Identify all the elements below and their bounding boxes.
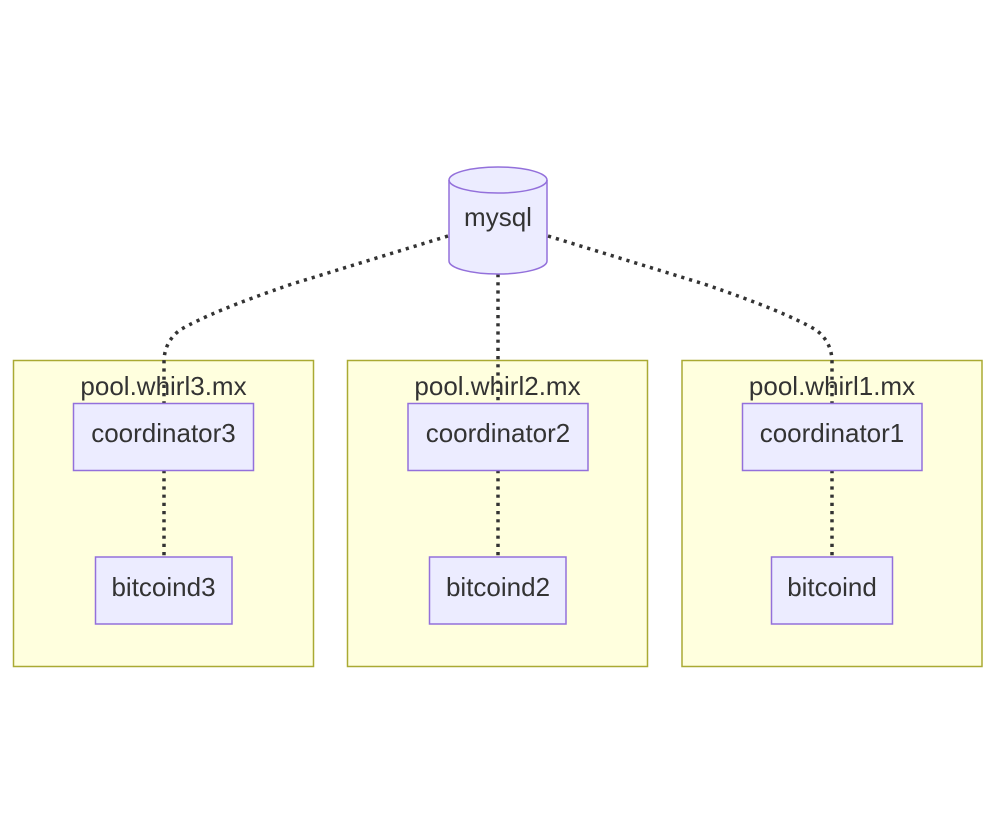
database-cylinder-icon xyxy=(448,166,548,275)
node-box xyxy=(94,556,233,625)
node-coordinator1: coordinator1 xyxy=(741,402,923,472)
node-bitcoind1: bitcoind xyxy=(770,556,894,625)
node-label: coordinator2 xyxy=(426,418,571,448)
node-coordinator2: coordinator2 xyxy=(407,402,589,472)
node-box xyxy=(770,556,894,625)
node-label: coordinator1 xyxy=(760,418,905,448)
node-box xyxy=(72,402,255,472)
node-label: bitcoind xyxy=(787,572,877,602)
database-label: mysql xyxy=(464,202,532,232)
node-bitcoind3: bitcoind3 xyxy=(94,556,233,625)
cluster-label: pool.whirl2.mx xyxy=(414,371,580,401)
node-box xyxy=(407,402,589,472)
node-coordinator3: coordinator3 xyxy=(72,402,255,472)
node-box xyxy=(741,402,923,472)
node-bitcoind2: bitcoind2 xyxy=(428,556,567,625)
node-label: bitcoind3 xyxy=(111,572,215,602)
database-cylinder-top xyxy=(448,179,548,194)
node-box xyxy=(428,556,567,625)
node-label: bitcoind2 xyxy=(446,572,550,602)
node-label: coordinator3 xyxy=(91,418,236,448)
database-mysql: mysql xyxy=(448,166,548,275)
